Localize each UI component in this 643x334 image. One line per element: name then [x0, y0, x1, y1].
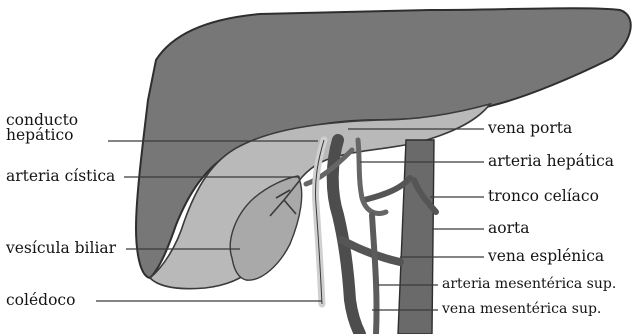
- label-conducto-hepatico-line2: hepático: [6, 128, 78, 143]
- label-coledoco: colédoco: [6, 293, 75, 308]
- label-vena-porta: vena porta: [488, 121, 572, 136]
- label-conducto-hepatico: conducto hepático: [6, 113, 78, 143]
- label-vena-esplenica: vena esplénica: [488, 249, 604, 264]
- label-arteria-cistica: arteria cística: [6, 169, 115, 184]
- label-tronco-celiaco: tronco celíaco: [488, 189, 599, 204]
- aorta-vessel: [398, 140, 434, 334]
- superior-mesenteric-vessels: [372, 215, 377, 334]
- label-vesicula-biliar: vesícula biliar: [6, 241, 116, 256]
- label-arteria-hepatica: arteria hepática: [488, 154, 614, 169]
- label-aorta: aorta: [488, 221, 529, 236]
- label-arteria-mesenterica-sup: arteria mesentérica sup.: [442, 277, 616, 292]
- portal-vein-vessel: [333, 140, 360, 334]
- label-vena-mesenterica-sup: vena mesentérica sup.: [442, 302, 601, 317]
